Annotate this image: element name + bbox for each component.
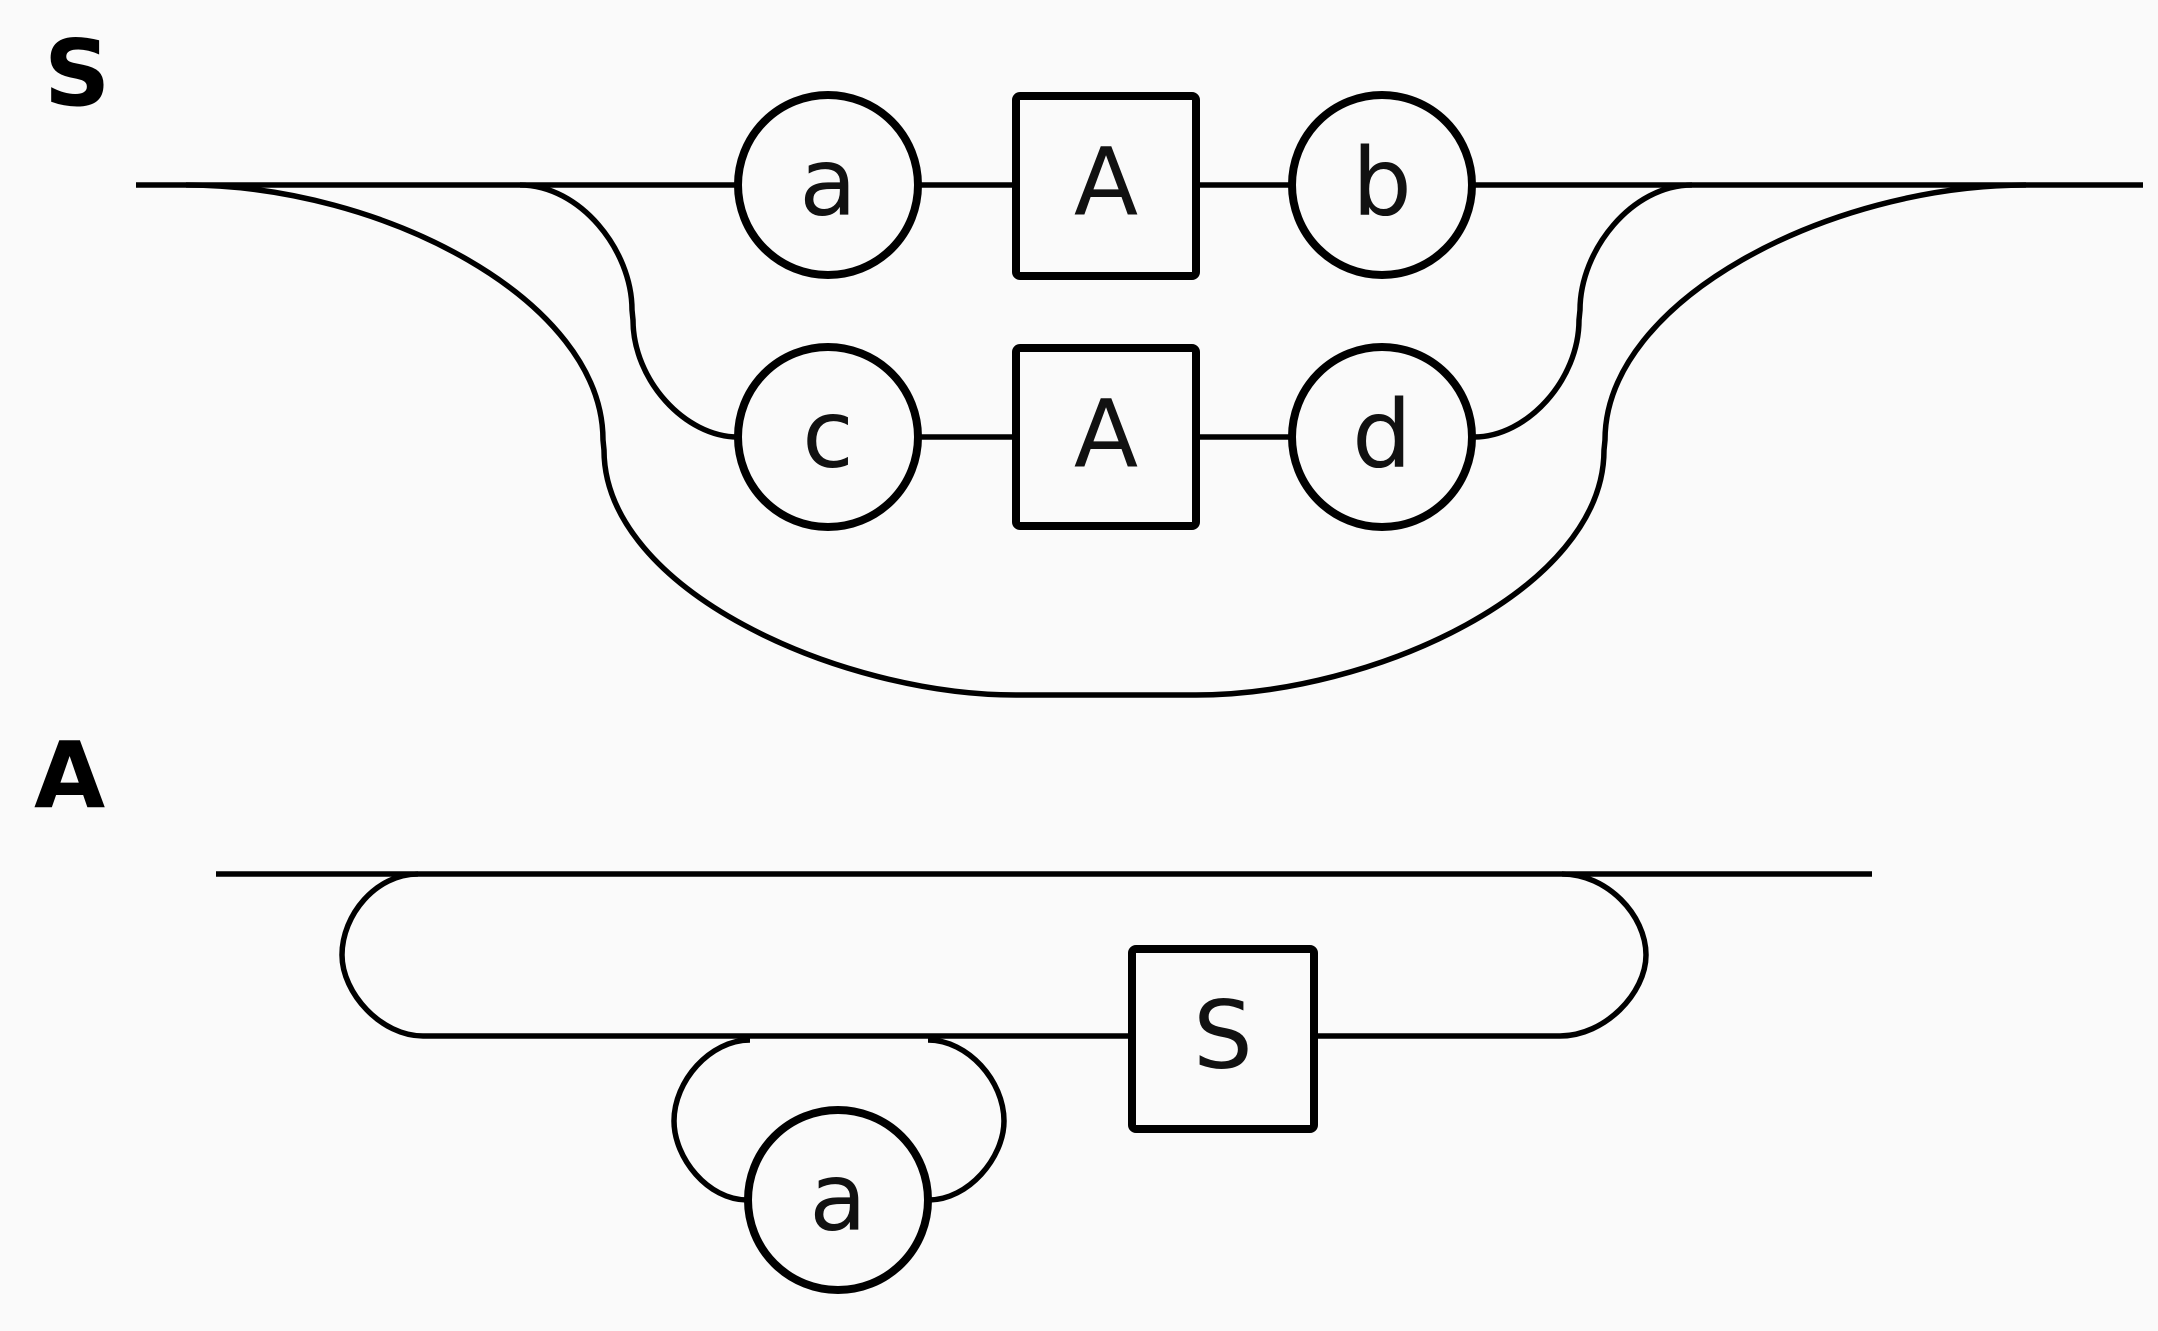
terminal-node: c xyxy=(734,343,922,531)
nonterminal-label: A xyxy=(1074,129,1138,238)
terminal-label: a xyxy=(809,1144,867,1253)
nonterminal-node[interactable]: A xyxy=(1012,344,1200,530)
rule-title-a: A xyxy=(34,722,106,829)
terminal-label: b xyxy=(1352,129,1412,238)
nonterminal-node[interactable]: S xyxy=(1128,945,1318,1133)
terminal-node: a xyxy=(744,1106,932,1294)
rule-title-s: S xyxy=(44,20,111,127)
terminal-label: d xyxy=(1352,381,1412,490)
terminal-label: c xyxy=(802,381,854,490)
rule-a-loop-track xyxy=(339,871,1649,1039)
terminal-node: d xyxy=(1288,343,1476,531)
nonterminal-label: A xyxy=(1074,381,1138,490)
rule-s-diagram: a A b c A d xyxy=(136,91,2143,698)
rule-a-inner-loop-track xyxy=(671,1037,1007,1203)
rule-s-branch-cad xyxy=(519,182,1693,440)
rule-a-diagram: a S xyxy=(216,871,1872,1294)
nonterminal-node[interactable]: A xyxy=(1012,92,1200,280)
rule-s-skip-path xyxy=(185,182,2027,698)
terminal-label: a xyxy=(799,129,857,238)
terminal-node: b xyxy=(1288,91,1476,279)
terminal-node: a xyxy=(734,91,922,279)
nonterminal-label: S xyxy=(1193,982,1253,1091)
